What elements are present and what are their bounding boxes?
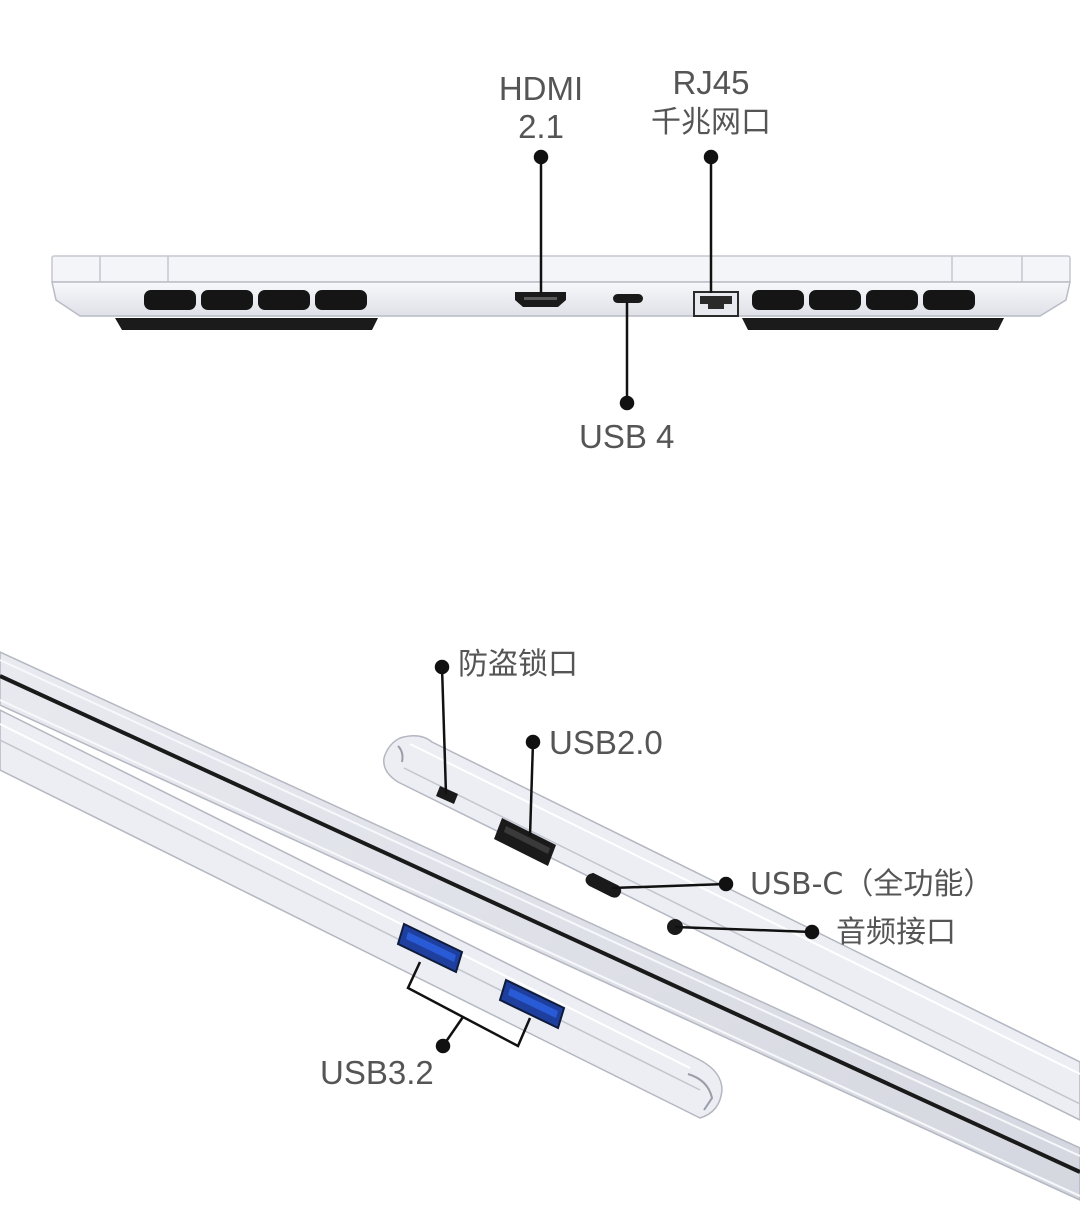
usbc-label: USB-C（全功能） bbox=[750, 867, 994, 902]
lock-label: 防盗锁口 bbox=[458, 647, 578, 682]
usb-c-port-icon bbox=[613, 294, 643, 303]
side-lid-seam bbox=[0, 674, 1080, 1174]
vents-left bbox=[144, 290, 367, 310]
hdmi-label-line2: 2.1 bbox=[518, 108, 564, 145]
rj45-label-line2: 千兆网口 bbox=[651, 105, 771, 140]
rear-view bbox=[51, 149, 1071, 411]
hdmi-port-icon bbox=[515, 292, 566, 307]
rear-foot-left bbox=[115, 318, 378, 330]
rear-leaders bbox=[533, 149, 719, 411]
side-leaders bbox=[406, 659, 820, 1054]
usb4-label: USB 4 bbox=[579, 418, 675, 455]
usb20-label: USB2.0 bbox=[549, 724, 663, 761]
vents-right bbox=[752, 290, 975, 310]
side-body-left bbox=[0, 709, 723, 1119]
side-view bbox=[0, 651, 1080, 1201]
usb-a-port-icon bbox=[396, 922, 464, 974]
audio-label: 音频接口 bbox=[836, 915, 956, 950]
usb-a-port-icon bbox=[494, 818, 556, 866]
usb-a-port-icon bbox=[498, 978, 566, 1030]
rj45-port-icon bbox=[693, 291, 739, 317]
rj45-label-line1: RJ45 bbox=[672, 64, 750, 101]
rear-lid-edge bbox=[51, 255, 1071, 283]
lock-slot-icon bbox=[436, 786, 458, 804]
rear-foot-right bbox=[742, 318, 1004, 330]
usb32-label: USB3.2 bbox=[320, 1054, 434, 1091]
hdmi-label-line1: HDMI bbox=[498, 70, 584, 107]
